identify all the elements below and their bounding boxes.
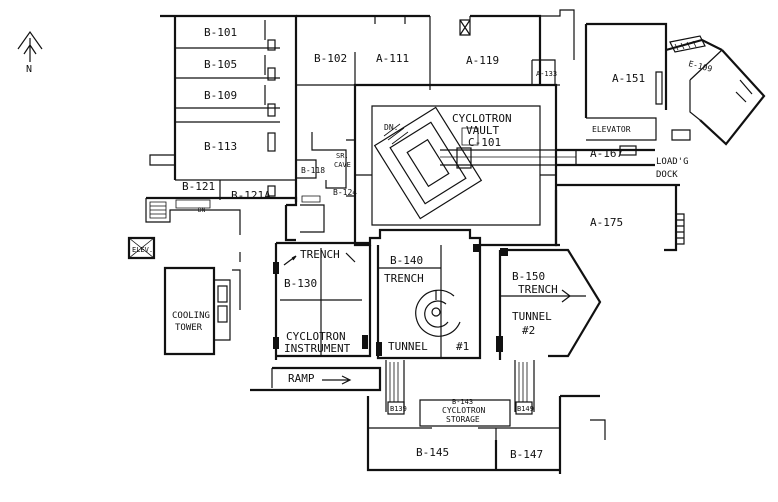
tunnel-1-label: TUNNEL (388, 340, 428, 353)
room-a111-label: A-111 (376, 52, 409, 65)
cyclotron-vault-label-1: CYCLOTRON (452, 112, 512, 125)
cooling-tower-block (163, 252, 241, 356)
room-a133-label: A-133 (536, 70, 557, 78)
sr-cave-label-2: CAVE (334, 161, 351, 169)
west-wing-walls (145, 14, 298, 235)
room-a119-label: A-119 (466, 54, 499, 67)
room-b140-label: B-140 (390, 254, 423, 267)
sr-cave-label-1: SR. (336, 152, 349, 160)
cooling-tower-label-2: TOWER (175, 323, 203, 333)
instrument-room-walls (273, 241, 372, 360)
small-rooms-walls (284, 132, 355, 242)
room-a151-label: A-151 (612, 72, 645, 85)
north-label: N (26, 64, 32, 75)
room-b150-label: B-150 (512, 270, 545, 283)
room-b130-label: B-130 (284, 277, 317, 290)
elevator-label: ELEVATOR (592, 125, 631, 134)
cyclotron-vault-label-2: VAULT (466, 124, 499, 137)
trench-label-a: TRENCH (300, 248, 340, 261)
stair-down-label-1: DN. (384, 123, 398, 132)
tunnel-1-walls (376, 244, 482, 360)
room-b145-label: B-145 (416, 446, 449, 459)
east-wing-walls (554, 22, 766, 252)
loading-dock-label-2: DOCK (656, 170, 678, 180)
room-b149-label: B149 (517, 405, 534, 413)
ramp-label: RAMP (288, 372, 315, 385)
cyclotron-instrument-label-1: CYCLOTRON (286, 330, 346, 343)
north-arrow-icon: N (17, 30, 43, 75)
room-b147-label: B-147 (510, 448, 543, 461)
cyclotron-instrument-label-2: INSTRUMENT (284, 342, 351, 355)
trench-label-c: TRENCH (518, 283, 558, 296)
room-c101-label: C-101 (468, 136, 501, 149)
ramp-and-lower-walls (250, 360, 606, 474)
cooling-tower-label-1: COOLING (172, 311, 210, 321)
room-b143-label: B-143 (452, 398, 473, 406)
north-rooms-walls (296, 9, 575, 90)
loading-dock-label-1: LOAD'G (656, 157, 689, 167)
room-a175-label: A-175 (590, 216, 623, 229)
tunnel-2-number: #2 (522, 324, 535, 337)
room-b102-label: B-102 (314, 52, 347, 65)
tunnel-2-label: TUNNEL (512, 310, 552, 323)
trench-label-b: TRENCH (384, 272, 424, 285)
room-b124-label: B-124 (333, 188, 357, 197)
room-b139-label: B139 (390, 405, 407, 413)
elevator-block (127, 236, 156, 260)
stair-down-label-2: DN (198, 207, 206, 214)
cyclotron-vault-walls (353, 83, 655, 247)
room-b109-label: B-109 (204, 89, 237, 102)
room-b121-label: B-121 (182, 180, 215, 193)
tunnel-1-number: #1 (456, 340, 469, 353)
tunnel-2-walls (496, 248, 602, 360)
room-b121a-label: B-121A (231, 189, 271, 202)
elevator-small-label: ELEV. (132, 246, 153, 254)
room-b101-label: B-101 (204, 26, 237, 39)
room-b105-label: B-105 (204, 58, 237, 71)
cyclotron-storage-label-2: STORAGE (446, 415, 480, 424)
room-b113-label: B-113 (204, 140, 237, 153)
cyclotron-storage-label-1: CYCLOTRON (442, 406, 486, 415)
room-b118-label: B-118 (301, 166, 325, 175)
